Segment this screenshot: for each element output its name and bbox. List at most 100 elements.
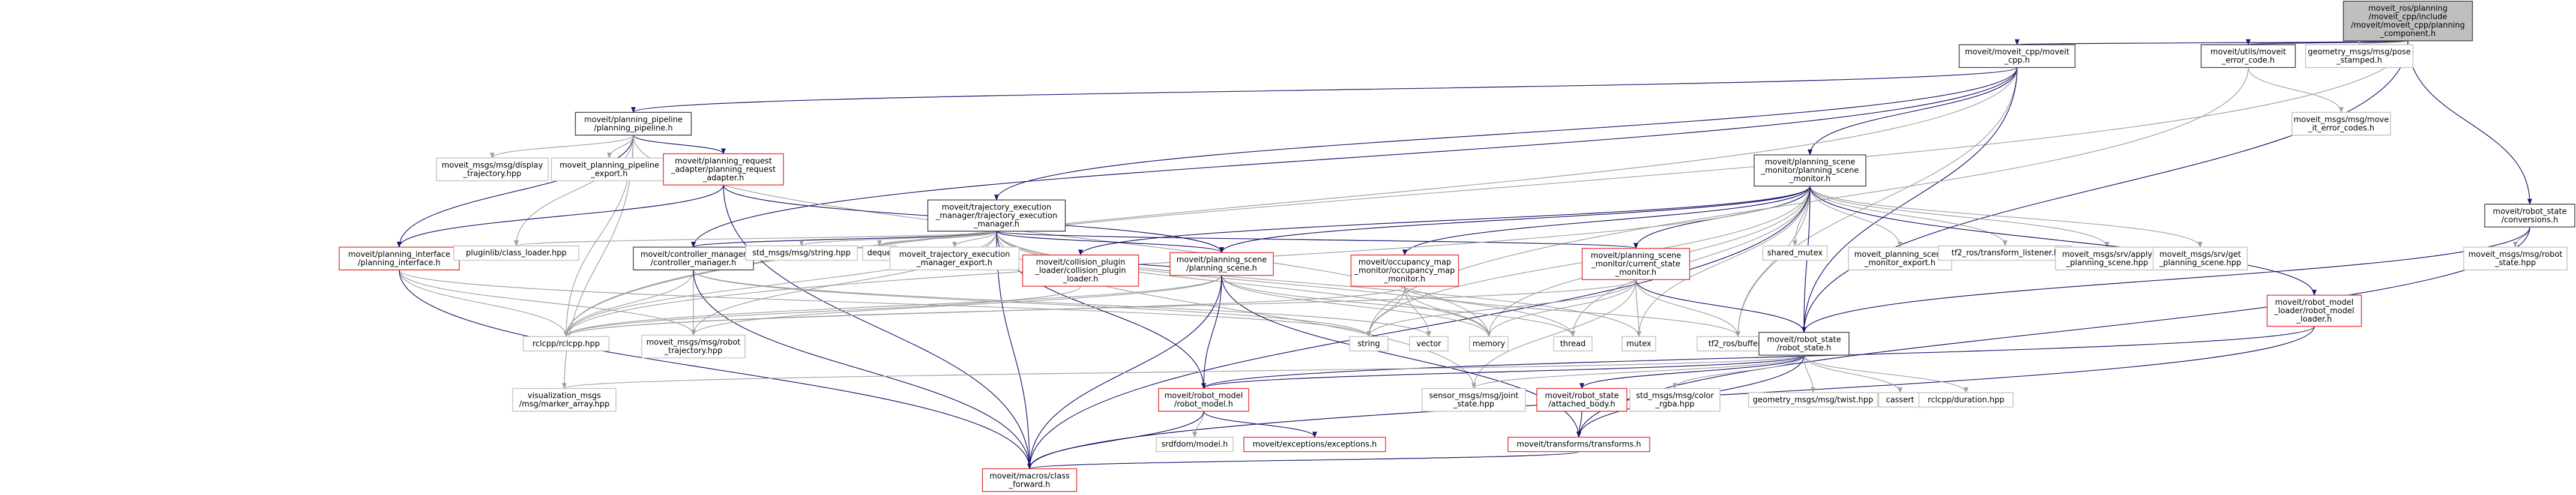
node-cm[interactable]: moveit/controller_manager/controller_man… xyxy=(633,247,754,271)
node-shared-mutex[interactable]: shared_mutex xyxy=(1762,245,1828,261)
node-transforms[interactable]: moveit/transforms/transforms.h xyxy=(1507,436,1650,452)
edge-occupancy-to-tf2_buffer xyxy=(1404,286,1740,337)
node-srdfdom[interactable]: srdfdom/model.h xyxy=(1156,436,1234,452)
node-duration[interactable]: rclcpp/duration.hpp xyxy=(1918,392,2014,408)
node-pose-stamped[interactable]: geometry_msgs/msg/pose_stamped.h xyxy=(2305,44,2414,68)
node-exceptions[interactable]: moveit/exceptions/exceptions.h xyxy=(1243,436,1386,452)
edge-tem-to-deque xyxy=(877,230,997,247)
node-tf2-listener[interactable]: tf2_ros/transform_listener.h xyxy=(1938,245,2072,261)
node-label-line: moveit/planning_pipeline xyxy=(584,115,683,124)
edge-path xyxy=(399,269,1371,337)
node-box xyxy=(1938,245,2072,261)
node-tem-export[interactable]: moveit_trajectory_execution_manager_expo… xyxy=(889,247,1020,271)
node-planning-pipeline[interactable]: moveit/planning_pipeline/planning_pipeli… xyxy=(575,112,692,136)
node-csm[interactable]: moveit/planning_scene_monitor/current_st… xyxy=(1581,248,1691,280)
edge-cm-to-rclcpp xyxy=(564,269,694,337)
node-robot-traj[interactable]: moveit_msgs/msg/robot_trajectory.hpp xyxy=(641,334,746,359)
node-attached-body[interactable]: moveit/robot_state/attached_body.h xyxy=(1536,388,1627,412)
node-rclcpp[interactable]: rclcpp/rclcpp.hpp xyxy=(522,336,610,352)
edge-path xyxy=(1366,286,1405,337)
node-ps[interactable]: moveit/planning_scene/planning_scene.h xyxy=(1169,252,1274,276)
edge-path xyxy=(1803,355,1968,394)
edge-psm-to-ps xyxy=(1219,186,1811,253)
edge-cm-to-string xyxy=(693,269,1371,337)
node-vector[interactable]: vector xyxy=(1409,336,1449,352)
node-box xyxy=(927,199,1066,232)
edge-pi-to-string xyxy=(399,269,1371,337)
edge-ps-to-robot_traj xyxy=(691,275,1222,336)
node-label-line: moveit/robot_state xyxy=(1545,391,1618,400)
node-box xyxy=(1629,388,1721,412)
edge-tem-to-mutex xyxy=(996,231,1641,337)
node-memory[interactable]: memory xyxy=(1469,336,1509,352)
edge-tem-to-ps xyxy=(996,230,1224,253)
node-rmlh[interactable]: moveit/robot_model_loader/robot_model_lo… xyxy=(2266,295,2362,327)
edge-root-to-rsc xyxy=(2407,40,2532,205)
edge-robot_state-to-cassert xyxy=(1803,355,1902,394)
edge-ps-to-rclcpp xyxy=(564,275,1222,337)
node-box xyxy=(1762,245,1828,261)
node-label-line: moveit_msgs/srv/get xyxy=(2159,250,2241,259)
edge-ps-to-memory xyxy=(1221,275,1491,337)
node-rs-hpp[interactable]: moveit_msgs/msg/robot_state.hpp xyxy=(2463,247,2568,271)
node-label-line: _loader/collision_plugin xyxy=(1034,266,1126,275)
node-pi[interactable]: moveit/planning_interface/planning_inter… xyxy=(339,247,460,271)
edge-path xyxy=(633,134,726,155)
edge-ps-to-class_forward xyxy=(1027,275,1222,470)
edge-psm-to-psm_export xyxy=(1809,186,1902,248)
node-cassert[interactable]: cassert xyxy=(1878,392,1922,408)
node-get-ps[interactable]: moveit_msgs/srv/get_planning_scene.hpp xyxy=(2152,247,2248,271)
edge-cm-to-class_forward xyxy=(693,269,1032,470)
node-label-line: _state.hpp xyxy=(1453,400,1494,409)
edge-path xyxy=(1221,275,1575,337)
edge-path xyxy=(1471,355,1805,389)
node-label-line: /robot_state.h xyxy=(1777,344,1832,353)
node-robot-model[interactable]: moveit/robot_model/robot_model.h xyxy=(1158,388,1249,412)
node-label-line: moveit/robot_state xyxy=(2493,207,2566,216)
edge-path xyxy=(996,231,1641,337)
node-std-string[interactable]: std_msgs/msg/string.hpp xyxy=(745,245,858,261)
node-occupancy[interactable]: moveit/occupancy_map_monitor/occupancy_m… xyxy=(1350,254,1459,287)
node-display-traj[interactable]: moveit_msgs/msg/display_trajectory.hpp xyxy=(436,157,549,182)
edge-path xyxy=(564,275,1222,337)
node-string[interactable]: string xyxy=(1349,336,1389,352)
node-psm[interactable]: moveit/planning_scene_monitor/planning_s… xyxy=(1754,154,1866,187)
node-label-line: _error_code.h xyxy=(2221,56,2275,65)
node-box xyxy=(1156,436,1234,452)
node-box xyxy=(575,112,692,136)
node-twist[interactable]: geometry_msgs/msg/twist.hpp xyxy=(1748,392,1878,408)
node-label-line: moveit/planning_scene xyxy=(1177,256,1267,265)
node-psm-export[interactable]: moveit_planning_scene_monitor_export.h xyxy=(1848,247,1952,271)
node-tem[interactable]: moveit/trajectory_execution_manager/traj… xyxy=(927,199,1066,232)
node-box xyxy=(641,334,746,359)
node-label-line: moveit/moveit_cpp/moveit xyxy=(1965,48,2069,57)
node-label-line: moveit/planning_scene xyxy=(1591,251,1681,260)
edge-path xyxy=(693,269,1431,337)
node-class-forward[interactable]: moveit/macros/class_forward.h xyxy=(982,468,1078,492)
node-joint-state[interactable]: sensor_msgs/msg/joint_state.hpp xyxy=(1422,388,1526,412)
node-label-line: rclcpp/duration.hpp xyxy=(1928,395,2004,404)
node-thread[interactable]: thread xyxy=(1553,336,1593,352)
node-collision-plugin[interactable]: moveit/collision_plugin_loader/collision… xyxy=(1022,254,1139,287)
node-mutex[interactable]: mutex xyxy=(1621,336,1656,352)
node-label-line: /controller_manager.h xyxy=(651,259,737,268)
node-viz-marker[interactable]: visualization_msgs/msg/marker_array.hpp xyxy=(512,388,617,412)
edge-path xyxy=(1809,186,2007,247)
node-robot-state[interactable]: moveit/robot_state/robot_state.h xyxy=(1758,332,1850,356)
edge-occupancy-to-vector xyxy=(1404,286,1431,337)
node-rsc[interactable]: moveit/robot_state/conversions.h xyxy=(2484,203,2575,228)
node-pp-export[interactable]: moveit_planning_pipeline_export.h xyxy=(550,157,668,182)
node-pra[interactable]: moveit/planning_request_adapter/planning… xyxy=(663,153,784,186)
node-color-rgba[interactable]: std_msgs/msg/color_rgba.hpp xyxy=(1629,388,1721,412)
node-moveit-error-codes[interactable]: moveit_msgs/msg/move_it_error_codes.h xyxy=(2291,112,2391,136)
node-error-code[interactable]: moveit/utils/moveit_error_code.h xyxy=(2200,44,2296,68)
edge-path xyxy=(514,230,997,247)
node-apply-ps[interactable]: moveit_msgs/srv/apply_planning_scene.hpp xyxy=(2055,247,2159,271)
node-moveit-cpp[interactable]: moveit/moveit_cpp/moveit_cpp.h xyxy=(1958,44,2076,68)
edge-path xyxy=(691,230,997,248)
node-pluginlib[interactable]: pluginlib/class_loader.hpp xyxy=(453,245,579,261)
edge-psm-to-collision_plugin xyxy=(1078,186,1811,256)
node-box xyxy=(1748,392,1878,408)
edge-csm-to-memory xyxy=(1486,279,1636,337)
node-box xyxy=(2055,247,2159,271)
